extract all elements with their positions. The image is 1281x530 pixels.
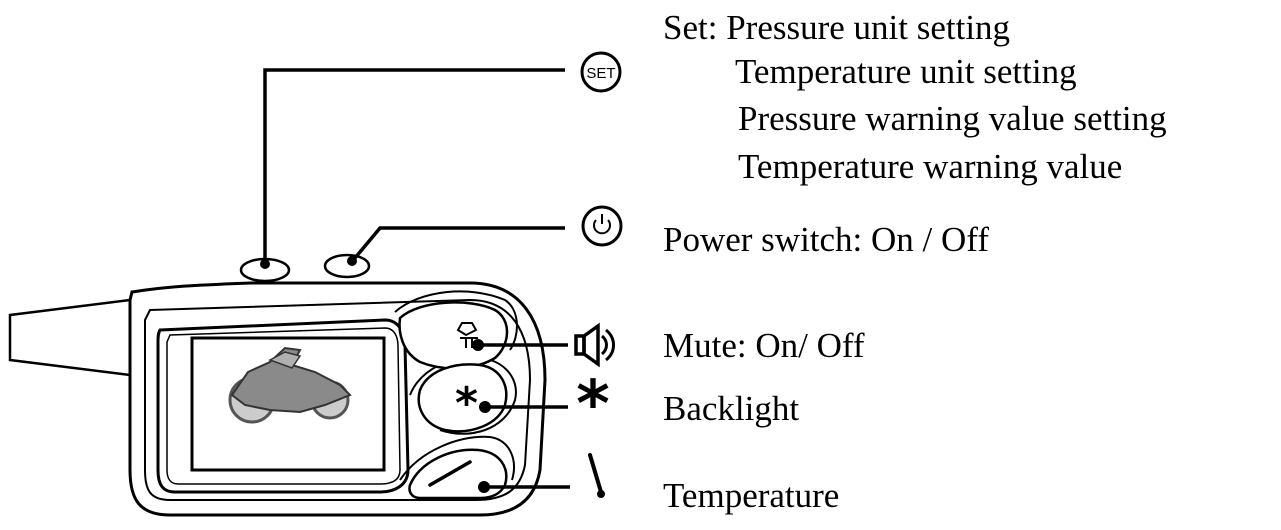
motorcycle-image [228, 346, 352, 424]
backlight-device-button[interactable]: * [417, 363, 508, 433]
speaker-mute-icon [574, 322, 615, 368]
asterisk-icon: * [576, 368, 609, 442]
thermometer-icon [588, 453, 605, 498]
backlight-label: Backlight [663, 389, 800, 428]
set-button-icon: SET [580, 51, 622, 93]
svg-text:SET: SET [586, 65, 615, 82]
mute-label: Mute: On/ Off [663, 326, 865, 365]
set-label: Set: Pressure unit setting [663, 8, 1011, 47]
set-sub-item-temperature-unit: Temperature unit setting [735, 52, 1077, 91]
power-button[interactable] [323, 253, 371, 279]
set-sub-item-temperature-warning: Temperature warning value [738, 147, 1123, 186]
set-sub-item-pressure-warning: Pressure warning value setting [738, 99, 1167, 138]
svg-text:*: * [576, 368, 609, 442]
temperature-label: Temperature [663, 476, 840, 515]
power-label: Power switch: On / Off [663, 220, 989, 259]
mute-device-button[interactable] [398, 301, 509, 370]
leader-dots [260, 256, 491, 493]
power-icon [581, 205, 623, 247]
leader-lines [263, 68, 570, 489]
svg-text:*: * [455, 378, 478, 429]
